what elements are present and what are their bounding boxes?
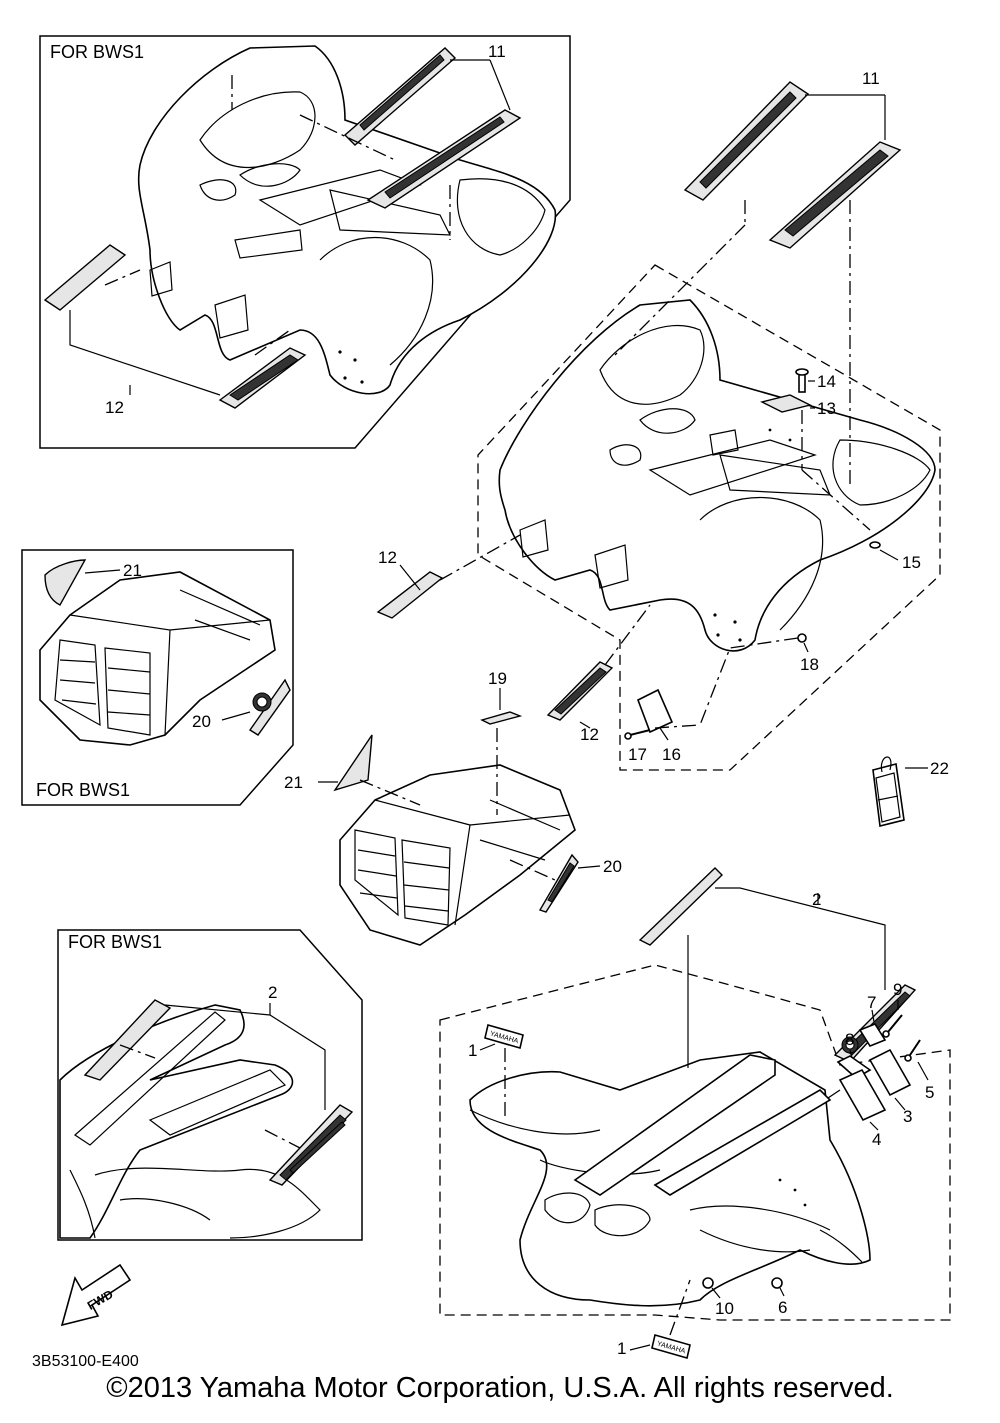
callout-12-mid: 12 xyxy=(580,725,599,744)
callout-2-main: 2 xyxy=(812,890,821,909)
part-16-plate xyxy=(636,688,674,734)
callout-13: 13 xyxy=(817,399,836,418)
callout-21-main: 21 xyxy=(284,773,303,792)
callout-3: 3 xyxy=(903,1107,912,1126)
main-front-fender-assembly: 2 YAMAHA 1 YAMAHA 1 8 7 9 3 xyxy=(439,867,951,1360)
part-7-reflector xyxy=(858,1023,887,1047)
bws1-front-fender xyxy=(59,1004,321,1239)
callout-12-left: 12 xyxy=(378,548,397,567)
callout-18: 18 xyxy=(800,655,819,674)
decal-2-main-left xyxy=(638,867,723,946)
drawing-code: 3B53100-E400 xyxy=(32,1353,139,1370)
part-4-gasket xyxy=(838,1068,887,1122)
part-17-screw xyxy=(624,729,651,740)
bws1-rear-flap xyxy=(39,571,276,746)
callout-15: 15 xyxy=(902,553,921,572)
part-14-screw xyxy=(795,368,809,393)
inset-label-bottom: FOR BWS1 xyxy=(68,932,162,952)
callout-14: 14 xyxy=(817,372,836,391)
callout-20-box: 20 xyxy=(192,712,211,731)
rear-fender xyxy=(498,299,936,652)
callout-6: 6 xyxy=(778,1298,787,1317)
callout-16: 16 xyxy=(662,745,681,764)
part-13-pad xyxy=(759,394,813,413)
callout-20-main: 20 xyxy=(603,857,622,876)
bws1-rear-fender-inset: FOR BWS1 11 xyxy=(39,35,571,449)
bws1-front-fender-inset: FOR BWS1 2 xyxy=(57,929,363,1241)
copyright-notice: ©2013 Yamaha Motor Corporation, U.S.A. A… xyxy=(106,1372,894,1404)
callout-10: 10 xyxy=(715,1299,734,1318)
inset-label-top: FOR BWS1 xyxy=(50,42,144,62)
callout-8: 8 xyxy=(845,1030,854,1049)
bws1-rear-fender xyxy=(137,45,557,395)
part-15-grommet xyxy=(869,541,881,549)
part-19-pad xyxy=(480,711,523,725)
callout-21-box: 21 xyxy=(123,561,142,580)
main-rear-fender-assembly: 11 14 13 15 12 18 16 xyxy=(376,69,941,771)
callout-12-box: 12 xyxy=(105,398,124,417)
decal-21-main xyxy=(333,734,373,792)
main-rear-flap: 19 21 20 xyxy=(284,669,622,946)
callout-19: 19 xyxy=(488,669,507,688)
callout-1-bottom: 1 xyxy=(617,1339,626,1358)
part-5-screw xyxy=(904,1039,921,1062)
callout-1-top: 1 xyxy=(468,1041,477,1060)
decal-12-left xyxy=(376,571,444,619)
bws1-flap-inset: FOR BWS1 21 20 xyxy=(21,549,294,806)
callout-11-box: 11 xyxy=(488,42,506,61)
part-22-label: 22 xyxy=(872,756,949,827)
callout-22: 22 xyxy=(930,759,949,778)
callout-17: 17 xyxy=(628,745,647,764)
fwd-arrow: FWD xyxy=(60,1263,132,1327)
callout-7: 7 xyxy=(867,993,876,1012)
decal-2-box-left xyxy=(83,999,172,1081)
callout-11-main: 11 xyxy=(862,69,880,88)
decal-12-box-left xyxy=(43,244,127,311)
part-18-nut xyxy=(797,633,807,643)
inset-label-mid: FOR BWS1 xyxy=(36,780,130,800)
decal-21-box xyxy=(44,559,87,606)
part-9-screw xyxy=(882,1014,903,1038)
callout-4: 4 xyxy=(872,1130,881,1149)
part-3-plate xyxy=(868,1048,912,1097)
callout-5: 5 xyxy=(925,1083,934,1102)
callout-9: 9 xyxy=(893,980,902,999)
part-10-nut xyxy=(702,1277,714,1289)
part-1-emblem-bottom: YAMAHA xyxy=(651,1333,691,1360)
front-fender xyxy=(469,1051,871,1307)
part-1-emblem-top: YAMAHA xyxy=(484,1023,524,1050)
callout-2-box: 2 xyxy=(268,983,277,1002)
decal-20-box xyxy=(249,678,291,736)
part-6-nut xyxy=(771,1277,783,1289)
